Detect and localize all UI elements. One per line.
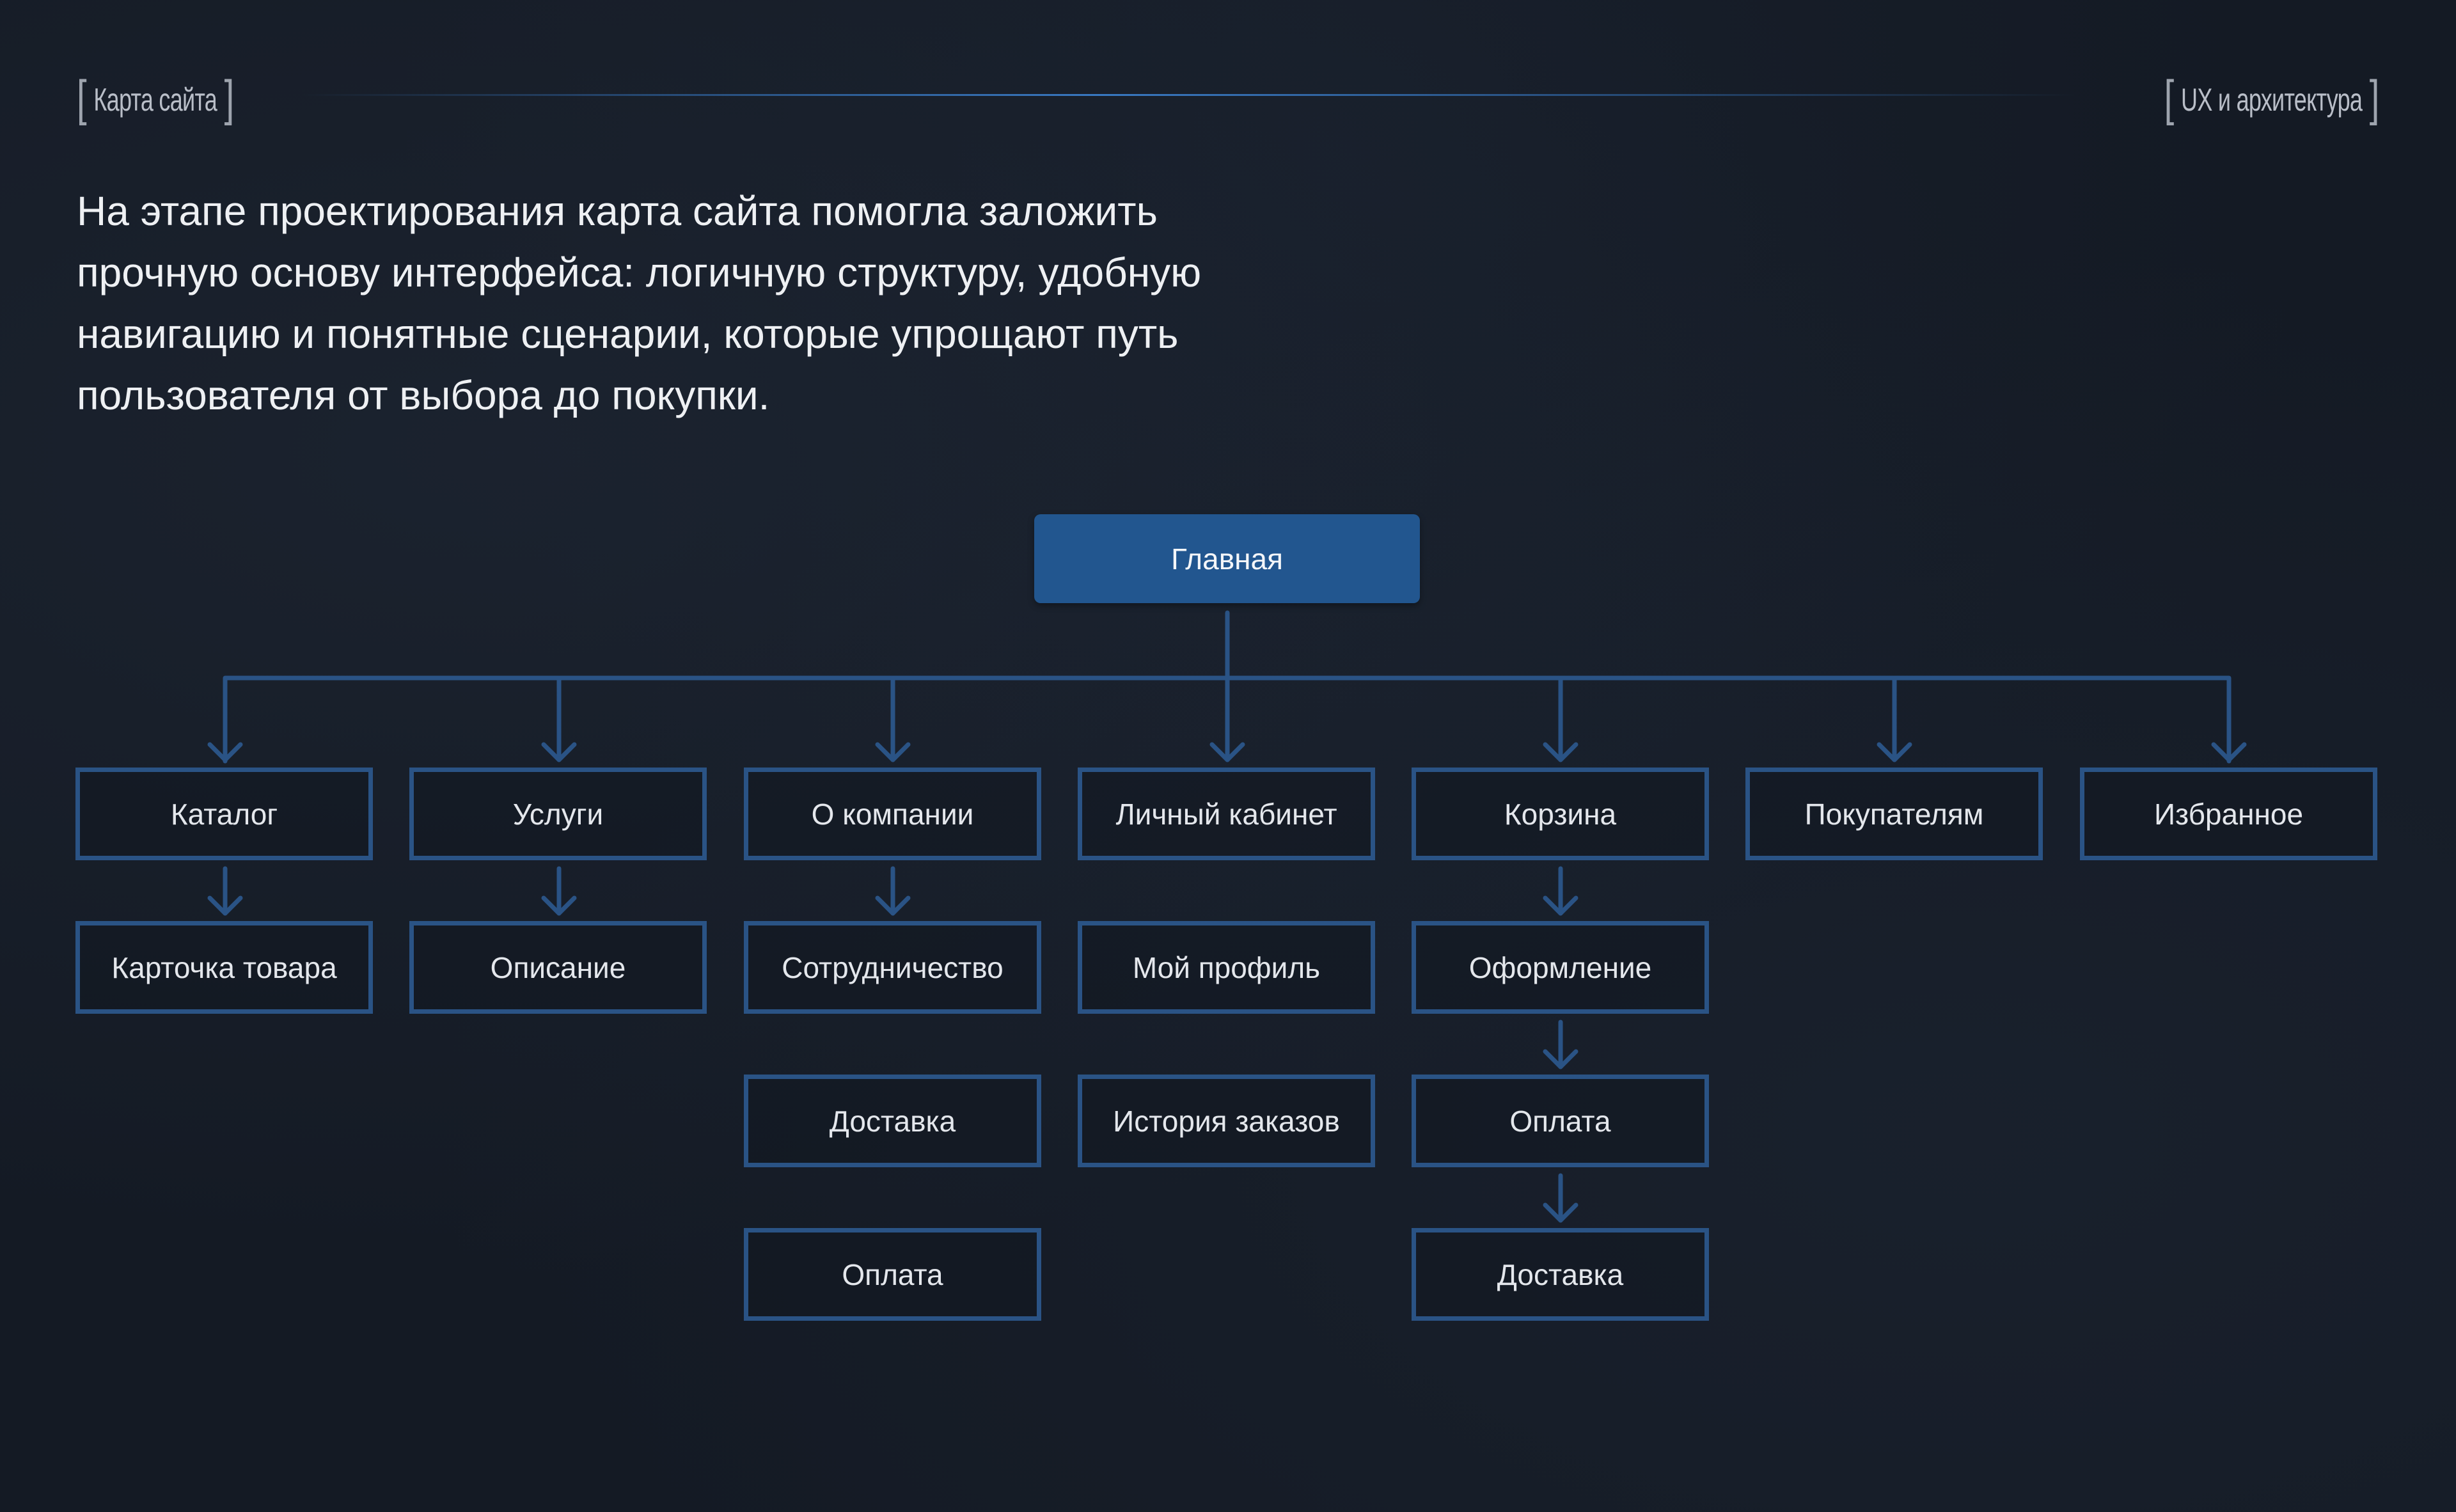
sitemap-node-my-profile[interactable]: Мой профиль <box>1078 921 1375 1014</box>
arrow-down-icon <box>207 742 2247 762</box>
bracket-open: [ <box>2164 70 2175 126</box>
sitemap-node-customers[interactable]: Покупателям <box>1745 768 2043 860</box>
sitemap-node-order-history[interactable]: История заказов <box>1078 1075 1375 1167</box>
sitemap-node-favorites[interactable]: Избранное <box>2080 768 2377 860</box>
sitemap-node-checkout[interactable]: Оформление <box>1412 921 1709 1014</box>
sitemap-node-services[interactable]: Услуги <box>409 768 707 860</box>
connector-line <box>223 675 2232 764</box>
sitemap-node-root[interactable]: Главная <box>1034 514 1420 603</box>
section-tag-label: Карта сайта <box>93 82 217 118</box>
sitemap-node-account[interactable]: Личный кабинет <box>1078 768 1375 860</box>
intro-paragraph: На этапе проектирования карта сайта помо… <box>77 180 1420 426</box>
category-tag-label: UX и архитектура <box>2181 82 2363 118</box>
section-tag-category: [ UX и архитектура ] <box>2164 70 2380 126</box>
section-tag-sitemap: [ Карта сайта ] <box>77 70 235 126</box>
arrow-down-icon <box>1543 1202 1578 1223</box>
arrow-down-icon <box>875 895 911 916</box>
bracket-open: [ <box>77 70 87 126</box>
arrow-down-icon <box>1543 895 1578 916</box>
header-divider-line <box>301 94 2079 96</box>
arrow-down-icon <box>541 895 577 916</box>
sitemap-node-cart-payment[interactable]: Оплата <box>1412 1075 1709 1167</box>
sitemap-node-cart[interactable]: Корзина <box>1412 768 1709 860</box>
arrow-down-icon <box>1543 1049 1578 1069</box>
arrow-down-icon <box>207 895 243 916</box>
sitemap-node-product-card[interactable]: Карточка товара <box>75 921 373 1014</box>
sitemap-node-about[interactable]: О компании <box>744 768 1041 860</box>
sitemap-node-cart-delivery[interactable]: Доставка <box>1412 1228 1709 1321</box>
sitemap-node-about-delivery[interactable]: Доставка <box>744 1075 1041 1167</box>
bracket-close: ] <box>224 70 235 126</box>
sitemap-node-partnership[interactable]: Сотрудничество <box>744 921 1041 1014</box>
sitemap-node-service-description[interactable]: Описание <box>409 921 707 1014</box>
intro-line: прочную основу интерфейса: логичную стру… <box>77 249 1202 295</box>
intro-line: На этапе проектирования карта сайта помо… <box>77 188 1158 234</box>
bracket-close: ] <box>2370 70 2380 126</box>
sitemap-node-about-payment[interactable]: Оплата <box>744 1228 1041 1321</box>
sitemap-node-catalog[interactable]: Каталог <box>75 768 373 860</box>
intro-line: навигацию и понятные сценарии, которые у… <box>77 311 1179 357</box>
intro-line: пользователя от выбора до покупки. <box>77 372 770 418</box>
